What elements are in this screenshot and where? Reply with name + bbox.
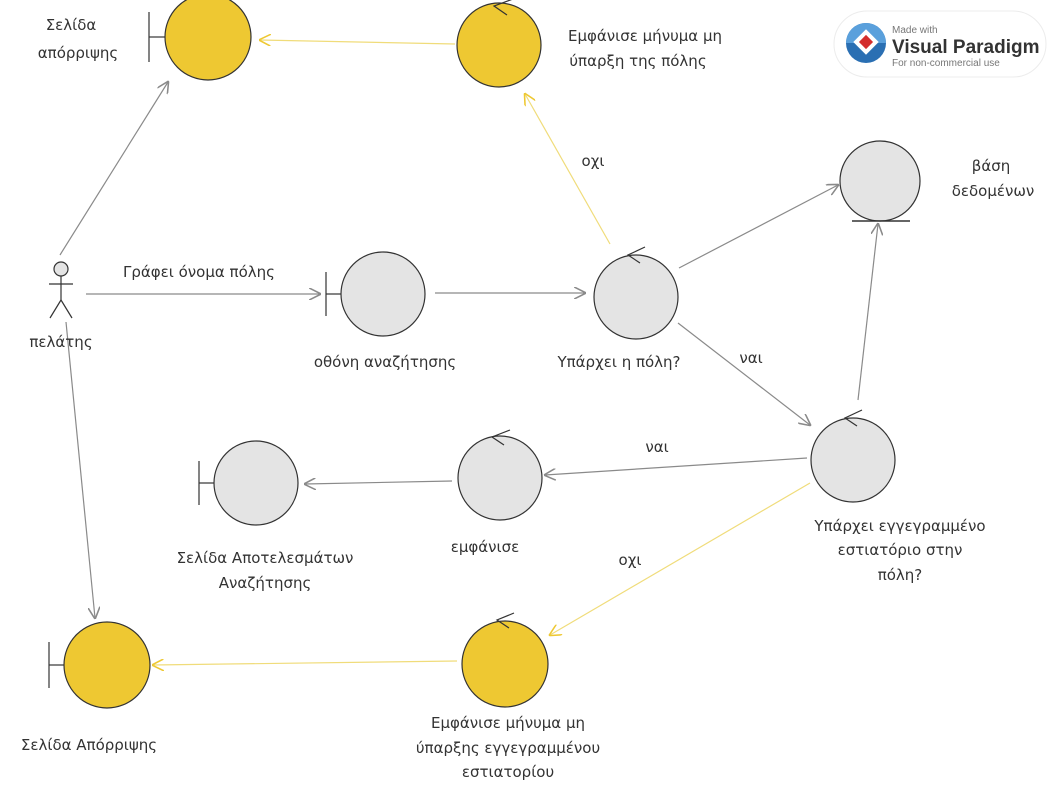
label-restaurant-exists-3: πόλη? bbox=[878, 566, 923, 584]
node-circle bbox=[164, 0, 252, 81]
edge-restaurant-to-db[interactable] bbox=[857, 224, 878, 401]
edge-city-exists-to-restaurant[interactable] bbox=[677, 322, 810, 425]
control-city-exists[interactable] bbox=[593, 246, 679, 340]
edge-restaurant-to-msg[interactable] bbox=[550, 482, 811, 635]
node-circle bbox=[213, 440, 299, 526]
label-results-page-1: Σελίδα Αποτελεσμάτων bbox=[177, 549, 354, 567]
label-city-exists: Υπάρχει η πόλη? bbox=[556, 353, 680, 371]
edge-actor-to-reject-bottom[interactable] bbox=[65, 321, 95, 618]
control-arrow-icon bbox=[490, 429, 511, 446]
label-restaurant-exists-2: εστιατόριο στην bbox=[838, 541, 963, 559]
label-show: εμφάνισε bbox=[451, 538, 520, 556]
edge-label-no-restaurant: οχι bbox=[619, 551, 642, 569]
label-msg-no-city-1: Εμφάνισε μήνυμα μη bbox=[568, 27, 722, 45]
control-arrow-icon bbox=[843, 409, 863, 427]
edge-actor-to-reject-top[interactable] bbox=[59, 82, 168, 256]
edge-city-exists-to-db[interactable] bbox=[678, 185, 838, 269]
control-arrow-icon bbox=[626, 246, 646, 264]
label-restaurant-exists-1: Υπάρχει εγγεγραμμένο bbox=[813, 517, 985, 535]
label-reject-page-bottom: Σελίδα Απόρριψης bbox=[21, 736, 157, 754]
watermark-note: For non-commercial use bbox=[892, 58, 1000, 69]
label-msg-no-restaurant-1: Εμφάνισε μήνυμα μη bbox=[431, 714, 585, 732]
edge-label-yes-restaurant: ναι bbox=[645, 438, 668, 456]
actor-customer[interactable] bbox=[49, 261, 73, 319]
node-circle bbox=[839, 140, 921, 222]
watermark-brand: Visual Paradigm bbox=[892, 37, 1040, 58]
control-arrow-icon bbox=[492, 0, 513, 16]
edge-msg-to-reject-bottom[interactable] bbox=[153, 661, 458, 665]
node-circle bbox=[593, 254, 679, 340]
node-circle bbox=[63, 621, 151, 709]
edge-label-yes-city: ναι bbox=[739, 349, 762, 367]
edge-city-exists-to-msg[interactable] bbox=[525, 94, 611, 245]
control-restaurant-exists[interactable] bbox=[810, 409, 896, 503]
entity-database[interactable] bbox=[839, 140, 921, 222]
label-reject-page-top-1: Σελίδα bbox=[46, 16, 97, 34]
actor-head-icon bbox=[53, 261, 69, 277]
boundary-reject-page-top[interactable] bbox=[148, 0, 252, 81]
node-circle bbox=[340, 251, 426, 337]
label-reject-page-top-2: απόρριψης bbox=[38, 44, 118, 62]
boundary-search-screen[interactable] bbox=[325, 251, 426, 337]
control-msg-no-restaurant[interactable] bbox=[461, 612, 549, 708]
control-show[interactable] bbox=[457, 429, 543, 521]
node-circle bbox=[810, 417, 896, 503]
label-msg-no-city-2: ύπαρξη της πόλης bbox=[569, 52, 706, 70]
node-circle bbox=[456, 2, 542, 88]
boundary-reject-page-bottom[interactable] bbox=[48, 621, 151, 709]
node-circle bbox=[457, 435, 543, 521]
label-msg-no-restaurant-2: ύπαρξης εγγεγραμμένου bbox=[416, 739, 600, 757]
edge-show-to-results[interactable] bbox=[305, 481, 453, 484]
edge-msg-to-reject-top[interactable] bbox=[260, 40, 456, 44]
boundary-results-page[interactable] bbox=[198, 440, 299, 526]
edge-label-no-city: οχι bbox=[582, 152, 605, 170]
visual-paradigm-logo-icon bbox=[846, 23, 886, 63]
edge-label-writes-city-name: Γράφει όνομα πόλης bbox=[123, 263, 275, 281]
control-arrow-icon bbox=[495, 612, 515, 629]
control-msg-no-city[interactable] bbox=[456, 0, 542, 88]
edge-restaurant-to-show[interactable] bbox=[545, 457, 808, 475]
label-results-page-2: Αναζήτησης bbox=[219, 574, 312, 592]
label-search-screen: οθόνη αναζήτησης bbox=[314, 353, 456, 371]
node-circle bbox=[461, 620, 549, 708]
label-msg-no-restaurant-3: εστιατορίου bbox=[462, 763, 554, 781]
label-actor: πελάτης bbox=[29, 333, 92, 351]
edges bbox=[59, 40, 878, 665]
visual-paradigm-watermark: Made with Visual Paradigm For non-commer… bbox=[833, 10, 1047, 78]
watermark-made-with: Made with bbox=[892, 25, 938, 36]
label-database-2: δεδομένων bbox=[952, 182, 1035, 200]
label-database-1: βάση bbox=[972, 157, 1010, 175]
